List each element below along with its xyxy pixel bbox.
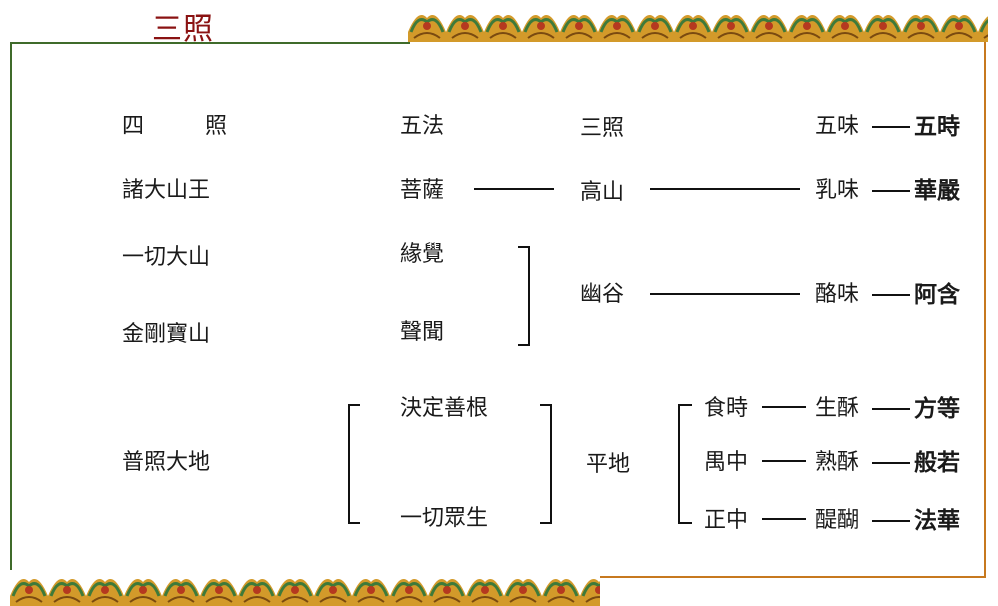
left-bracket <box>678 404 692 524</box>
header-three-zhao: 三照 <box>580 116 625 141</box>
row4-method-top: 決定善根 <box>400 396 489 421</box>
row2-sutra: 阿含 <box>914 282 960 308</box>
header-five-methods: 五法 <box>400 114 445 139</box>
row1-flavor: 乳味 <box>815 178 860 203</box>
row4-method-bottom: 一切眾生 <box>400 506 489 531</box>
connector-line <box>474 188 554 190</box>
flavor-1: 生酥 <box>815 396 860 421</box>
diagram-title: 三照 <box>152 12 214 47</box>
row1-sutra: 華嚴 <box>914 178 960 204</box>
sutra-3: 法華 <box>914 508 960 534</box>
time-1: 食時 <box>704 396 749 421</box>
connector-line <box>762 518 806 520</box>
connector-line <box>650 188 800 190</box>
row2-method: 緣覺 <box>400 242 445 267</box>
connector-line <box>872 294 910 296</box>
row2-flavor: 酪味 <box>815 282 860 307</box>
sutra-2: 般若 <box>914 450 960 476</box>
header-five-flavors: 五味 <box>815 114 860 139</box>
frame-right-line <box>984 33 986 577</box>
frame-bottom-line <box>598 576 986 578</box>
bottom-ornament-border <box>10 566 600 606</box>
frame-top-line <box>10 42 410 44</box>
row2-zhao: 幽谷 <box>580 282 625 307</box>
row4-light: 普照大地 <box>122 450 211 475</box>
row3-method: 聲聞 <box>400 320 445 345</box>
right-bracket <box>540 404 552 524</box>
time-3: 正中 <box>704 508 749 533</box>
row1-method: 菩薩 <box>400 178 445 203</box>
right-bracket <box>518 246 530 346</box>
connector-line <box>762 460 806 462</box>
left-bracket <box>348 404 360 524</box>
frame-left-line <box>10 42 12 572</box>
connector-line <box>872 126 910 128</box>
header-four: 四 <box>122 114 145 139</box>
connector-line <box>872 462 910 464</box>
connector-line <box>872 408 910 410</box>
connector-line <box>762 406 806 408</box>
flavor-3: 醍醐 <box>815 508 860 533</box>
row2-light: 一切大山 <box>122 245 211 270</box>
time-2: 禺中 <box>704 450 749 475</box>
connector-line <box>872 190 910 192</box>
row3-light: 金剛寶山 <box>122 322 211 347</box>
connector-line <box>872 520 910 522</box>
sutra-1: 方等 <box>914 396 960 422</box>
top-ornament-border <box>408 2 988 42</box>
header-zhao: 照 <box>205 114 228 139</box>
header-five-times: 五時 <box>914 114 960 140</box>
row4-zhao: 平地 <box>586 452 631 477</box>
row1-zhao: 高山 <box>580 180 625 205</box>
row1-light: 諸大山王 <box>122 178 211 203</box>
flavor-2: 熟酥 <box>815 450 860 475</box>
connector-line <box>650 293 800 295</box>
